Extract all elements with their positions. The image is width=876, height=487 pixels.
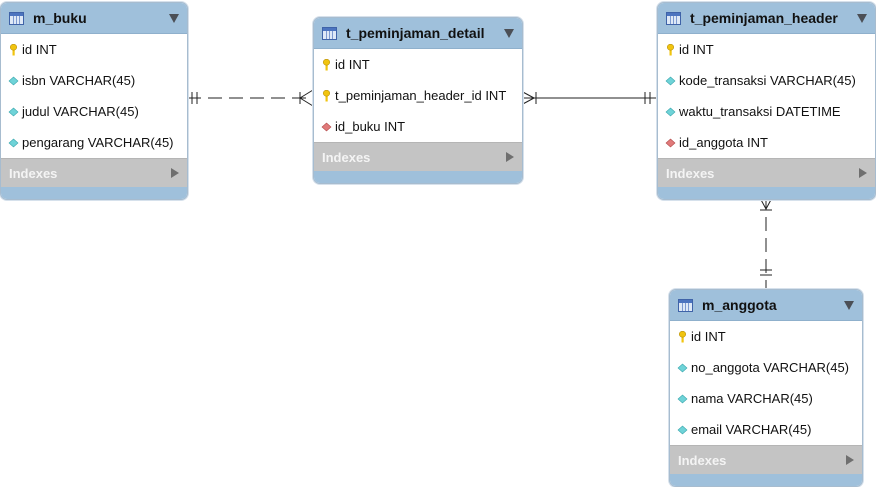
column-row[interactable]: id INT bbox=[670, 321, 862, 352]
column-label: isbn VARCHAR(45) bbox=[22, 73, 136, 88]
indexes-section[interactable]: Indexes bbox=[670, 445, 862, 474]
primary-key-icon bbox=[679, 330, 686, 342]
table-t-peminjaman-detail[interactable]: t_peminjaman_detail id INT t_peminjaman_h… bbox=[313, 17, 523, 184]
relationship-buku-detail[interactable] bbox=[187, 89, 314, 107]
column-diamond-icon bbox=[677, 425, 688, 434]
primary-key-icon bbox=[10, 43, 17, 55]
primary-key-icon bbox=[323, 58, 330, 70]
indexes-label: Indexes bbox=[9, 165, 58, 181]
column-label: kode_transaksi VARCHAR(45) bbox=[679, 73, 856, 88]
table-icon bbox=[9, 11, 24, 25]
table-m-buku[interactable]: m_buku id INT isbn VARCHAR(45) judul VARCH… bbox=[0, 2, 188, 200]
column-row[interactable]: waktu_transaksi DATETIME bbox=[658, 96, 875, 127]
column-label: judul VARCHAR(45) bbox=[22, 104, 139, 119]
indexes-label: Indexes bbox=[322, 149, 371, 165]
expand-arrow-icon[interactable] bbox=[859, 168, 867, 178]
table-header[interactable]: m_anggota bbox=[670, 290, 862, 321]
column-label: no_anggota VARCHAR(45) bbox=[691, 360, 850, 375]
table-icon bbox=[322, 26, 337, 40]
collapse-triangle-icon[interactable] bbox=[844, 300, 854, 310]
column-row[interactable]: t_peminjaman_header_id INT bbox=[314, 80, 522, 111]
table-footer bbox=[314, 171, 522, 183]
column-diamond-icon bbox=[665, 76, 676, 85]
column-diamond-icon bbox=[8, 76, 19, 85]
indexes-section[interactable]: Indexes bbox=[314, 142, 522, 171]
column-label: id INT bbox=[691, 329, 726, 344]
table-footer bbox=[1, 187, 187, 199]
column-label: nama VARCHAR(45) bbox=[691, 391, 813, 406]
column-row[interactable]: id INT bbox=[1, 34, 187, 65]
column-label: pengarang VARCHAR(45) bbox=[22, 135, 174, 150]
table-title: m_anggota bbox=[702, 297, 777, 313]
primary-key-icon bbox=[667, 43, 674, 55]
column-diamond-icon bbox=[8, 107, 19, 116]
indexes-label: Indexes bbox=[678, 452, 727, 468]
column-row[interactable]: id_buku INT bbox=[314, 111, 522, 142]
relationship-header-anggota[interactable] bbox=[758, 195, 774, 289]
column-label: id_buku INT bbox=[335, 119, 406, 134]
column-diamond-icon bbox=[677, 394, 688, 403]
foreign-key-diamond-icon bbox=[665, 138, 676, 147]
collapse-triangle-icon[interactable] bbox=[857, 13, 867, 23]
column-row[interactable]: no_anggota VARCHAR(45) bbox=[670, 352, 862, 383]
column-row[interactable]: nama VARCHAR(45) bbox=[670, 383, 862, 414]
column-row[interactable]: kode_transaksi VARCHAR(45) bbox=[658, 65, 875, 96]
column-label: id INT bbox=[335, 57, 370, 72]
table-footer bbox=[658, 187, 875, 199]
table-m-anggota[interactable]: m_anggota id INT no_anggota VARCHAR(45) na… bbox=[669, 289, 863, 487]
table-title: t_peminjaman_header bbox=[690, 10, 838, 26]
expand-arrow-icon[interactable] bbox=[506, 152, 514, 162]
expand-arrow-icon[interactable] bbox=[846, 455, 854, 465]
table-icon bbox=[666, 11, 681, 25]
table-header[interactable]: m_buku bbox=[1, 3, 187, 34]
primary-key-icon bbox=[323, 89, 330, 101]
column-diamond-icon bbox=[665, 107, 676, 116]
column-diamond-icon bbox=[8, 138, 19, 147]
table-title: m_buku bbox=[33, 10, 87, 26]
table-footer bbox=[670, 474, 862, 486]
table-header[interactable]: t_peminjaman_detail bbox=[314, 18, 522, 49]
column-row[interactable]: id INT bbox=[658, 34, 875, 65]
indexes-section[interactable]: Indexes bbox=[658, 158, 875, 187]
column-label: t_peminjaman_header_id INT bbox=[335, 88, 507, 103]
column-row[interactable]: email VARCHAR(45) bbox=[670, 414, 862, 445]
column-row[interactable]: judul VARCHAR(45) bbox=[1, 96, 187, 127]
collapse-triangle-icon[interactable] bbox=[169, 13, 179, 23]
column-label: id INT bbox=[679, 42, 714, 57]
column-row[interactable]: pengarang VARCHAR(45) bbox=[1, 127, 187, 158]
indexes-section[interactable]: Indexes bbox=[1, 158, 187, 187]
expand-arrow-icon[interactable] bbox=[171, 168, 179, 178]
table-header[interactable]: t_peminjaman_header bbox=[658, 3, 875, 34]
table-t-peminjaman-header[interactable]: t_peminjaman_header id INT kode_transaksi… bbox=[657, 2, 876, 200]
column-diamond-icon bbox=[677, 363, 688, 372]
column-label: id_anggota INT bbox=[679, 135, 768, 150]
collapse-triangle-icon[interactable] bbox=[504, 28, 514, 38]
relationship-detail-header[interactable] bbox=[520, 90, 657, 106]
column-row[interactable]: id_anggota INT bbox=[658, 127, 875, 158]
column-label: id INT bbox=[22, 42, 57, 57]
column-row[interactable]: isbn VARCHAR(45) bbox=[1, 65, 187, 96]
table-icon bbox=[678, 298, 693, 312]
foreign-key-diamond-icon bbox=[321, 122, 332, 131]
column-label: waktu_transaksi DATETIME bbox=[679, 104, 841, 119]
indexes-label: Indexes bbox=[666, 165, 715, 181]
column-label: email VARCHAR(45) bbox=[691, 422, 812, 437]
table-title: t_peminjaman_detail bbox=[346, 25, 485, 41]
column-row[interactable]: id INT bbox=[314, 49, 522, 80]
